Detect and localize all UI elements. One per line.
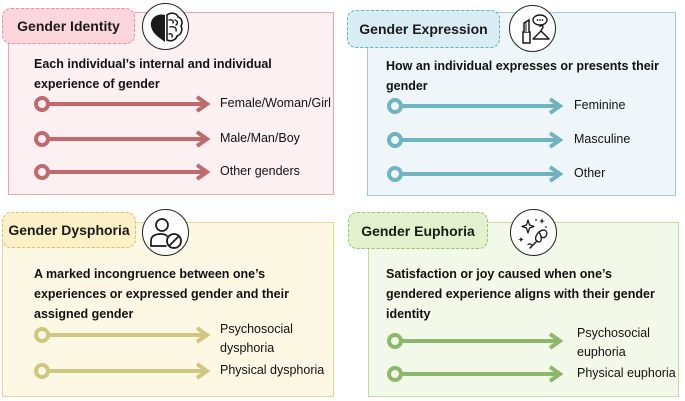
identity-arrow-3 bbox=[33, 163, 215, 181]
euphoria-item-1: Psychosocial euphoria bbox=[577, 326, 650, 359]
expression-item-2: Masculine bbox=[574, 132, 631, 146]
dysphoria-item-2: Physical dysphoria bbox=[220, 363, 325, 377]
dysphoria-item-1: Psychosocial dysphoria bbox=[220, 322, 293, 355]
gender-identity-title: Gender Identity bbox=[2, 8, 135, 44]
gender-expression-title: Gender Expression bbox=[347, 10, 500, 48]
expression-arrow-2 bbox=[386, 131, 568, 149]
person-prohibited-icon bbox=[142, 209, 189, 256]
euphoria-arrow-1 bbox=[386, 332, 568, 350]
euphoria-arrow-2 bbox=[386, 365, 568, 383]
expression-arrow-3 bbox=[386, 165, 568, 183]
identity-item-1: Female/Woman/Girl bbox=[220, 96, 331, 110]
identity-item-2: Male/Man/Boy bbox=[220, 131, 300, 145]
expression-item-1: Feminine bbox=[574, 98, 626, 112]
euphoria-item-2: Physical euphoria bbox=[577, 366, 676, 380]
lipstick-hanger-icon bbox=[509, 5, 556, 52]
gender-euphoria-title: Gender Euphoria bbox=[348, 212, 488, 249]
gender-dysphoria-description: A marked incongruence between one’s expe… bbox=[34, 267, 289, 321]
gender-dysphoria-title: Gender Dysphoria bbox=[2, 212, 136, 248]
identity-item-3: Other genders bbox=[220, 164, 300, 178]
identity-arrow-2 bbox=[33, 130, 215, 148]
gender-expression-description: How an individual expresses or presents … bbox=[386, 59, 660, 93]
expression-arrow-1 bbox=[386, 97, 568, 115]
expression-item-3: Other bbox=[574, 166, 606, 180]
dysphoria-arrow-1 bbox=[33, 326, 215, 344]
sparkles-flower-icon bbox=[510, 209, 557, 256]
brain-heart-icon bbox=[142, 3, 189, 50]
gender-euphoria-description: Satisfaction or joy caused when one’s ge… bbox=[386, 267, 655, 321]
identity-arrow-1 bbox=[33, 95, 215, 113]
dysphoria-arrow-2 bbox=[33, 362, 215, 380]
gender-identity-description: Each individual’s internal and individua… bbox=[34, 57, 272, 91]
